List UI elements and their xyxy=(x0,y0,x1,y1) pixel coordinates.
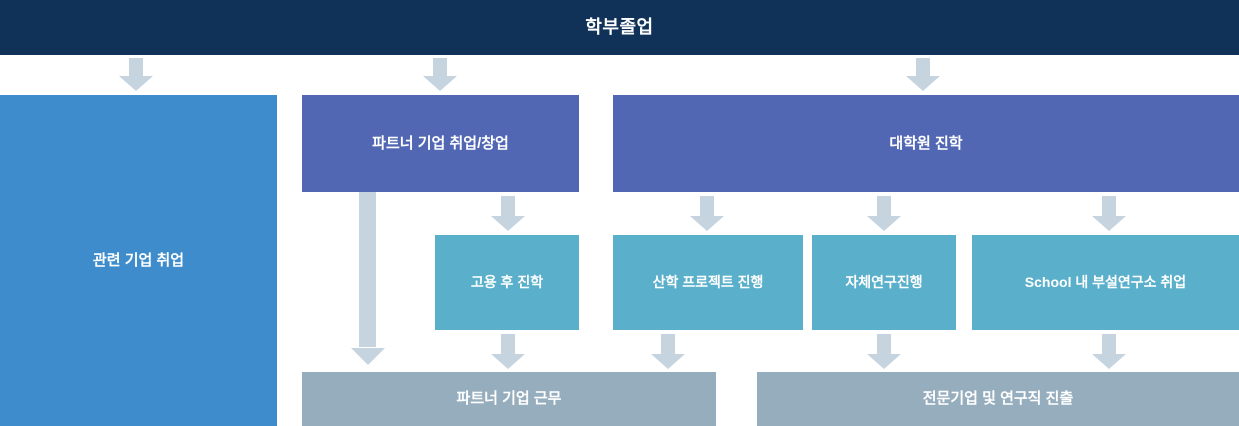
node-employ-then-study: 고용 후 진학 xyxy=(435,235,579,330)
node-label: 관련 기업 취업 xyxy=(92,251,185,269)
node-partner-company-work: 파트너 기업 근무 xyxy=(302,372,716,426)
arrow-own-research-to-professional-career xyxy=(866,334,902,370)
node-professional-research-career: 전문기업 및 연구직 진출 xyxy=(757,372,1239,426)
arrow-graduate-to-own-research xyxy=(866,196,902,232)
arrow-title-to-graduate-school xyxy=(905,58,941,92)
title-box-undergraduate-graduation: 학부졸업 xyxy=(0,0,1239,55)
node-label: 전문기업 및 연구직 진출 xyxy=(922,390,1074,408)
node-related-company-employment: 관련 기업 취업 xyxy=(0,95,277,426)
arrow-title-to-related-company xyxy=(118,58,154,92)
node-partner-company-job-startup: 파트너 기업 취업/창업 xyxy=(302,95,579,192)
node-label: 대학원 진학 xyxy=(889,134,963,152)
arrow-industry-project-to-professional-career xyxy=(650,334,686,370)
node-graduate-school: 대학원 진학 xyxy=(613,95,1239,192)
node-label: 고용 후 진학 xyxy=(470,274,544,291)
arrow-graduate-to-industry-project xyxy=(689,196,725,232)
arrow-school-lab-job-to-professional-career xyxy=(1091,334,1127,370)
node-label: 자체연구진행 xyxy=(845,274,923,291)
node-label: 파트너 기업 근무 xyxy=(456,390,562,408)
connector-partner-company-to-work-line xyxy=(359,192,376,347)
title-label: 학부졸업 xyxy=(585,16,654,37)
node-industry-academic-project: 산학 프로젝트 진행 xyxy=(613,235,803,330)
arrow-partner-company-to-work xyxy=(350,340,386,366)
arrow-employ-then-study-to-partner-work xyxy=(490,334,526,370)
node-label: 산학 프로젝트 진행 xyxy=(652,274,764,291)
arrow-graduate-to-school-lab-job xyxy=(1091,196,1127,232)
arrow-title-to-partner-company xyxy=(422,58,458,92)
node-label: 파트너 기업 취업/창업 xyxy=(372,134,509,152)
node-own-research: 자체연구진행 xyxy=(812,235,956,330)
node-school-affiliated-lab-job: School 내 부설연구소 취업 xyxy=(972,235,1239,330)
arrow-partner-company-to-employ-then-study xyxy=(490,196,526,232)
node-label: School 내 부설연구소 취업 xyxy=(1024,274,1187,291)
